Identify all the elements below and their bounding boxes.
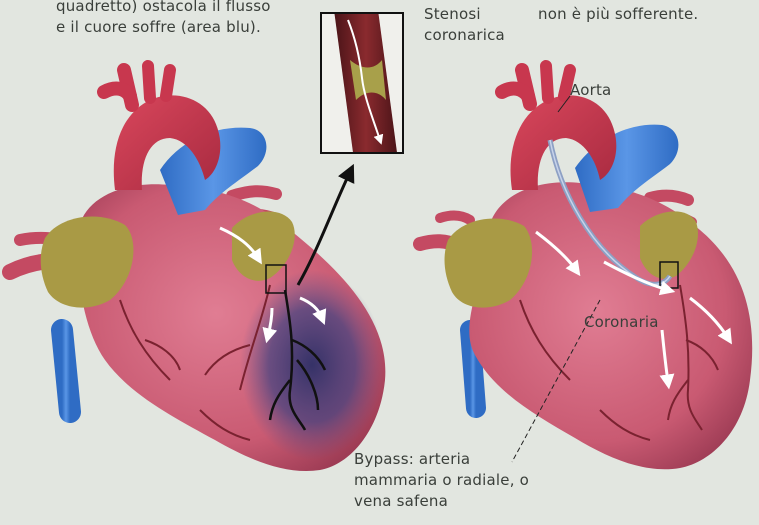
left-caption-line-2: e il cuore soffre (area blu). bbox=[56, 17, 271, 38]
bypass-label-line-2: mammaria o radiale, o bbox=[354, 470, 529, 491]
aorta-label: Aorta bbox=[570, 80, 611, 101]
stenosi-label-line-2: coronarica bbox=[424, 25, 505, 46]
stenosi-label-line-1: Stenosi bbox=[424, 4, 505, 25]
stenosis-inset bbox=[321, 10, 403, 160]
left-inferior-vena-cava bbox=[62, 330, 70, 412]
left-caption: quadretto) ostacola il flusso e il cuore… bbox=[56, 0, 271, 38]
bypass-label-line-1: Bypass: arteria bbox=[354, 449, 529, 470]
stenosi-label: Stenosi coronarica bbox=[424, 4, 505, 46]
right-caption-line-1: non è più sofferente. bbox=[538, 4, 698, 25]
right-heart bbox=[420, 66, 752, 469]
ischemia-area bbox=[240, 270, 384, 460]
bypass-label-line-3: vena safena bbox=[354, 491, 529, 512]
coronaria-label: Coronaria bbox=[584, 312, 659, 333]
left-caption-line-1: quadretto) ostacola il flusso bbox=[56, 0, 271, 17]
bypass-label: Bypass: arteria mammaria o radiale, o ve… bbox=[354, 449, 529, 512]
left-pulmonary-vein-right bbox=[232, 191, 276, 196]
right-caption: non è più sofferente. bbox=[538, 4, 698, 25]
